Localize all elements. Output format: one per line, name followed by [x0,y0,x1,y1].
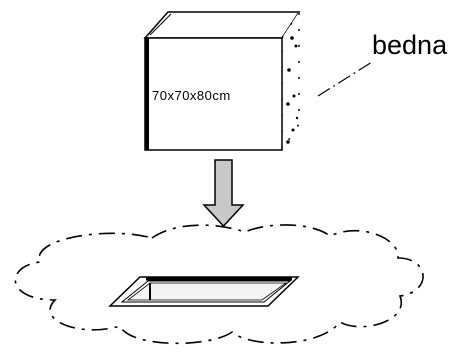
callout-leader-line [317,61,373,97]
ground-area-outline [14,224,424,345]
pit-floor [126,282,288,301]
crate [143,9,301,153]
down-arrow-icon [202,159,245,228]
pit [108,276,300,307]
crate-side-nails [286,36,299,144]
pit-inner-rim [120,280,292,303]
crate-callout-label: bedna [372,30,448,60]
crate-dimensions-label: 70x70x80cm [152,88,231,103]
crate-top-edge-inner [149,13,172,36]
crate-top-face [143,11,301,39]
crate-front-face [144,37,283,151]
